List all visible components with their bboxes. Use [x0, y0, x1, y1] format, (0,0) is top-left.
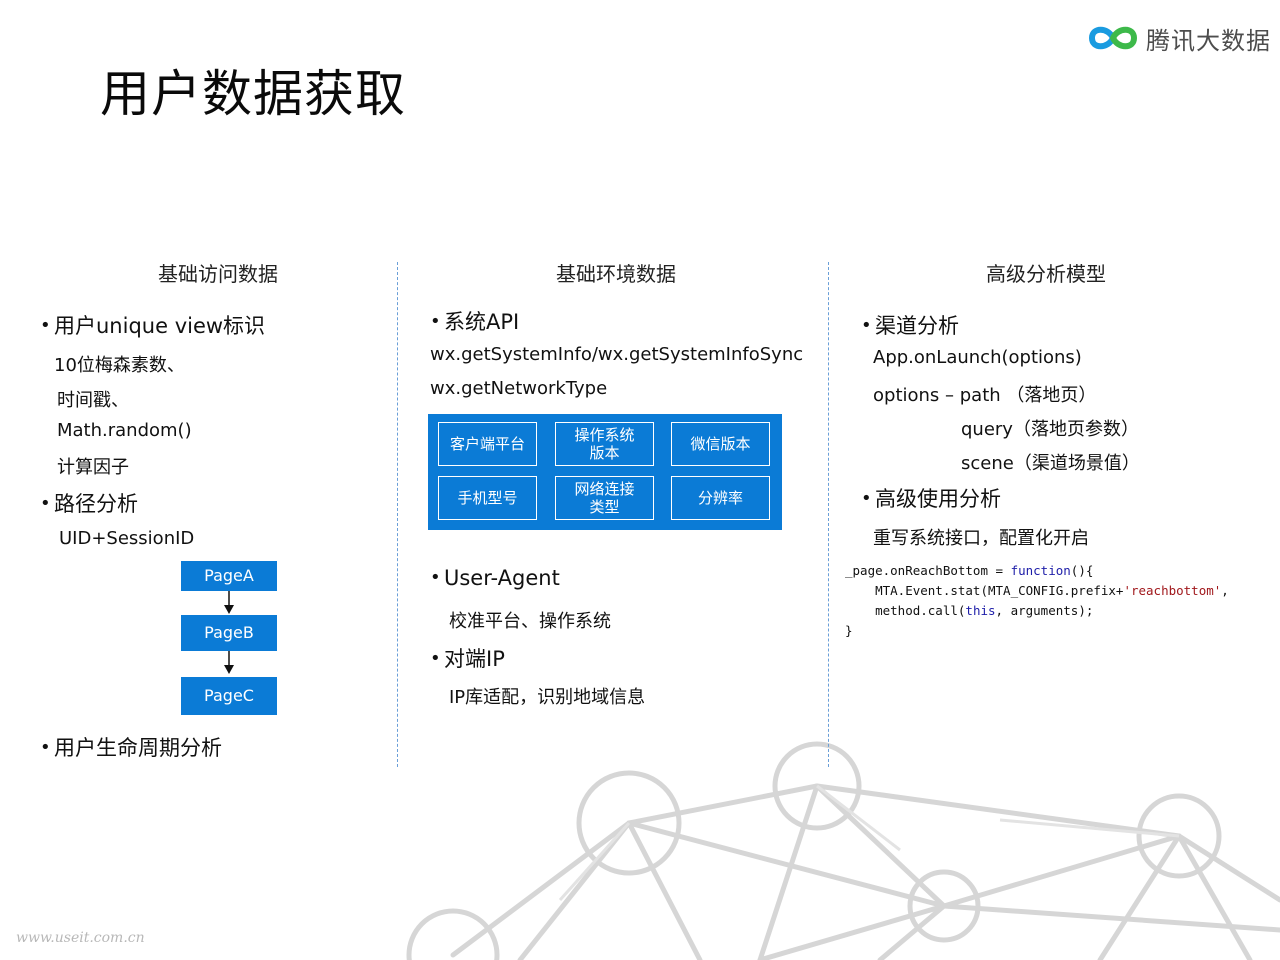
ua-line-1: 校准平台、操作系统: [449, 611, 611, 632]
bullet-user-agent: User-Agent: [430, 566, 560, 590]
env-cell-wechat-version: 微信版本: [671, 422, 770, 466]
bullet-path-analysis: 路径分析: [40, 488, 138, 518]
api-line-1: wx.getSystemInfo/wx.getSystemInfoSync: [430, 344, 804, 365]
arrow-down-icon: [224, 591, 234, 614]
env-cell-client-platform: 客户端平台: [438, 422, 537, 466]
env-cell-resolution: 分辨率: [671, 476, 770, 520]
logo-text: 腾讯大数据: [1146, 26, 1271, 55]
column-header-advanced-analysis: 高级分析模型: [986, 262, 1106, 286]
column-divider-left: [397, 262, 398, 767]
watermark: www.useit.com.cn: [16, 930, 145, 946]
uv-line-1: 10位梅森素数、: [54, 355, 185, 376]
env-cell-network-type: 网络连接 类型: [555, 476, 654, 520]
channel-line-3: query（落地页参数）: [961, 419, 1139, 440]
brand-logo: 腾讯大数据: [1088, 20, 1271, 56]
ip-line-1: IP库适配，识别地域信息: [449, 687, 646, 708]
column-header-basic-access: 基础访问数据: [158, 262, 278, 286]
channel-line-1: App.onLaunch(options): [873, 347, 1082, 368]
bullet-system-api: 系统API: [430, 306, 519, 336]
api-line-2: wx.getNetworkType: [430, 378, 608, 399]
usage-line-1: 重写系统接口，配置化开启: [873, 528, 1089, 549]
bullet-unique-view: 用户unique view标识: [40, 310, 265, 340]
channel-line-2: options – path （落地页）: [873, 385, 1097, 406]
arrow-down-icon: [224, 651, 234, 674]
uv-line-3: Math.random(): [57, 420, 192, 441]
column-header-basic-environment: 基础环境数据: [556, 262, 676, 286]
flow-box-page-c: PageC: [181, 677, 277, 715]
path-line-1: UID+SessionID: [59, 528, 195, 549]
infinity-logo-icon: [1088, 26, 1138, 50]
uv-line-4: 计算因子: [57, 457, 129, 478]
bullet-advanced-usage: 高级使用分析: [861, 483, 1001, 513]
bullet-channel-analysis: 渠道分析: [861, 310, 959, 340]
flow-box-page-a: PageA: [181, 561, 277, 591]
bullet-lifecycle-analysis: 用户生命周期分析: [40, 732, 222, 762]
page-title: 用户数据获取: [100, 65, 406, 123]
bullet-peer-ip: 对端IP: [430, 643, 505, 673]
code-snippet: _page.onReachBottom = function(){ MTA.Ev…: [845, 563, 1229, 638]
env-cell-os-version: 操作系统 版本: [555, 422, 654, 466]
env-cell-phone-model: 手机型号: [438, 476, 537, 520]
channel-line-4: scene（渠道场景值）: [961, 453, 1140, 474]
column-divider-right: [828, 262, 829, 767]
uv-line-2: 时间戳、: [57, 390, 129, 411]
flow-box-page-b: PageB: [181, 615, 277, 651]
environment-data-panel: 客户端平台 操作系统 版本 微信版本 手机型号 网络连接 类型 分辨率: [428, 414, 782, 530]
